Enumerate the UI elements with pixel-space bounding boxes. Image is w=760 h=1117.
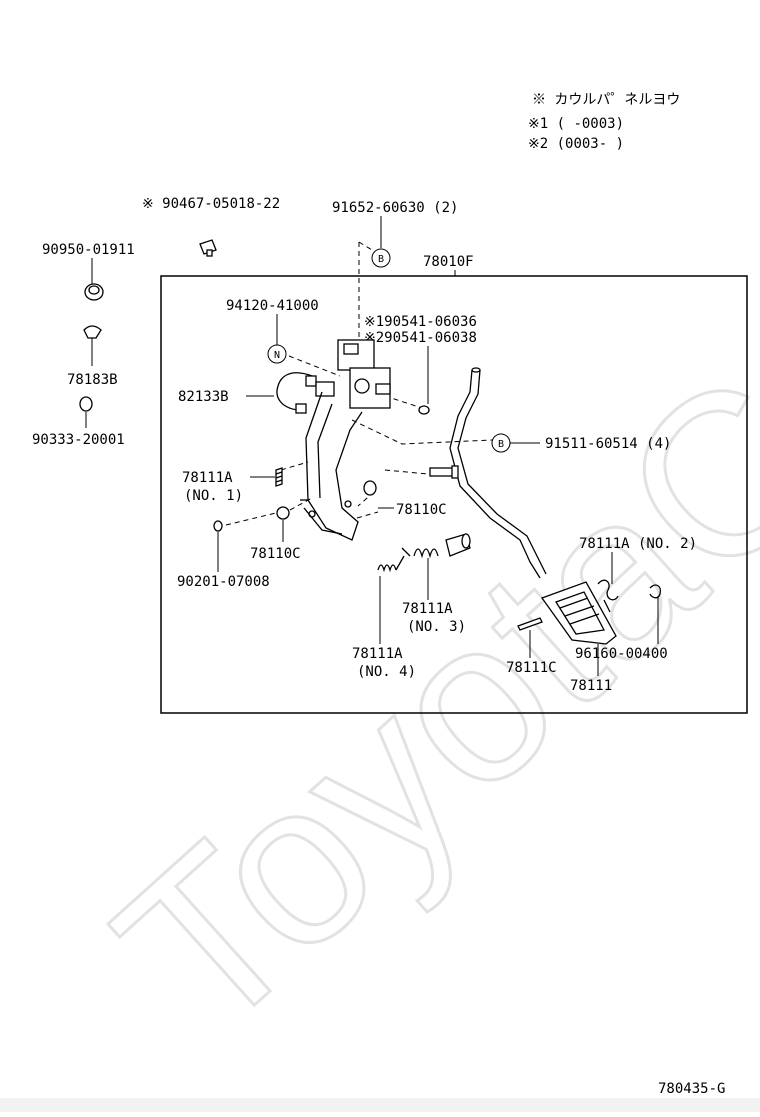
label-94120[interactable]: 94120-41000 bbox=[226, 298, 319, 314]
label-90201[interactable]: 90201-07008 bbox=[177, 574, 270, 590]
label-78111A-no2[interactable]: 78111A (NO. 2) bbox=[579, 536, 697, 552]
bushing-78110C-left-icon[interactable] bbox=[276, 506, 290, 520]
label-91652[interactable]: 91652-60630 (2) bbox=[332, 200, 458, 216]
marker-n[interactable]: N bbox=[267, 344, 287, 364]
note-line-1: ※ カウルパ゜ネルヨウ bbox=[532, 92, 680, 108]
label-78111[interactable]: 78111 bbox=[570, 678, 612, 694]
pedal-pad-78111-icon[interactable] bbox=[540, 581, 617, 645]
label-90541-2[interactable]: ※290541-06038 bbox=[364, 330, 477, 346]
label-78111A-no4-sub: (NO. 4) bbox=[357, 664, 416, 680]
pedal-arm-icon[interactable] bbox=[449, 367, 547, 579]
nut-90201-icon[interactable] bbox=[213, 520, 223, 532]
marker-n-text: N bbox=[274, 350, 280, 361]
label-90950[interactable]: 90950-01911 bbox=[42, 242, 135, 258]
note-line-3: ※2 (0003- ) bbox=[528, 136, 624, 152]
label-90333[interactable]: 90333-20001 bbox=[32, 432, 125, 448]
label-78111A-no1[interactable]: 78111A bbox=[182, 470, 233, 486]
notes-block: ※ カウルパ゜ネルヨウ ※1 ( -0003) ※2 (0003- ) bbox=[528, 92, 680, 152]
label-96160[interactable]: 96160-00400 bbox=[575, 646, 668, 662]
nut-90541-icon[interactable] bbox=[418, 405, 430, 415]
note-line-2: ※1 ( -0003) bbox=[528, 116, 624, 132]
label-78010F[interactable]: 78010F bbox=[423, 254, 474, 270]
spring-78111A-no3-icon[interactable] bbox=[401, 547, 439, 559]
label-90467[interactable]: ※ 90467-05018-22 bbox=[142, 196, 280, 212]
marker-b-top[interactable]: B bbox=[371, 248, 391, 268]
clip-96160-icon[interactable] bbox=[649, 584, 662, 599]
label-78111A-no3-sub: (NO. 3) bbox=[407, 619, 466, 635]
label-78111A-no4[interactable]: 78111A bbox=[352, 646, 403, 662]
marker-b-right[interactable]: B bbox=[491, 433, 511, 453]
clip-90950-icon[interactable] bbox=[84, 283, 104, 301]
sleeve-icon[interactable] bbox=[445, 533, 471, 557]
figure-code: 780435-G bbox=[658, 1081, 725, 1097]
spring-78111A-no1-icon[interactable] bbox=[275, 467, 283, 487]
bushing-78110C-right-icon[interactable] bbox=[363, 480, 377, 496]
label-90541-1[interactable]: ※190541-06036 bbox=[364, 314, 477, 330]
cushion-90333-icon[interactable] bbox=[79, 396, 93, 412]
bolt-91511-icon[interactable] bbox=[429, 465, 459, 479]
bottom-strip bbox=[0, 1098, 760, 1112]
label-78110C-left[interactable]: 78110C bbox=[250, 546, 301, 562]
label-91511[interactable]: 91511-60514 (4) bbox=[545, 436, 671, 452]
parts bbox=[79, 239, 662, 645]
assembly-frame bbox=[160, 275, 748, 714]
label-78111A-no3[interactable]: 78111A bbox=[402, 601, 453, 617]
spring-78111A-no2-icon[interactable] bbox=[597, 579, 619, 613]
marker-b-right-text: B bbox=[498, 439, 504, 450]
label-78110C-right[interactable]: 78110C bbox=[396, 502, 447, 518]
stopper-78183B-icon[interactable] bbox=[83, 325, 102, 339]
label-82133B[interactable]: 82133B bbox=[178, 389, 229, 405]
harness-82133B-icon[interactable] bbox=[276, 372, 317, 414]
label-78111C[interactable]: 78111C bbox=[506, 660, 557, 676]
pin-78111C-icon[interactable] bbox=[517, 617, 543, 631]
bolt-90467-icon[interactable] bbox=[199, 239, 217, 257]
pedal-bracket-icon[interactable] bbox=[300, 391, 363, 541]
label-78183B[interactable]: 78183B bbox=[67, 372, 118, 388]
marker-b-top-text: B bbox=[378, 254, 384, 265]
label-78111A-no1-sub: (NO. 1) bbox=[184, 488, 243, 504]
switch-sensor-icon[interactable] bbox=[315, 339, 391, 409]
spring-78111A-no4-icon[interactable] bbox=[377, 555, 405, 573]
